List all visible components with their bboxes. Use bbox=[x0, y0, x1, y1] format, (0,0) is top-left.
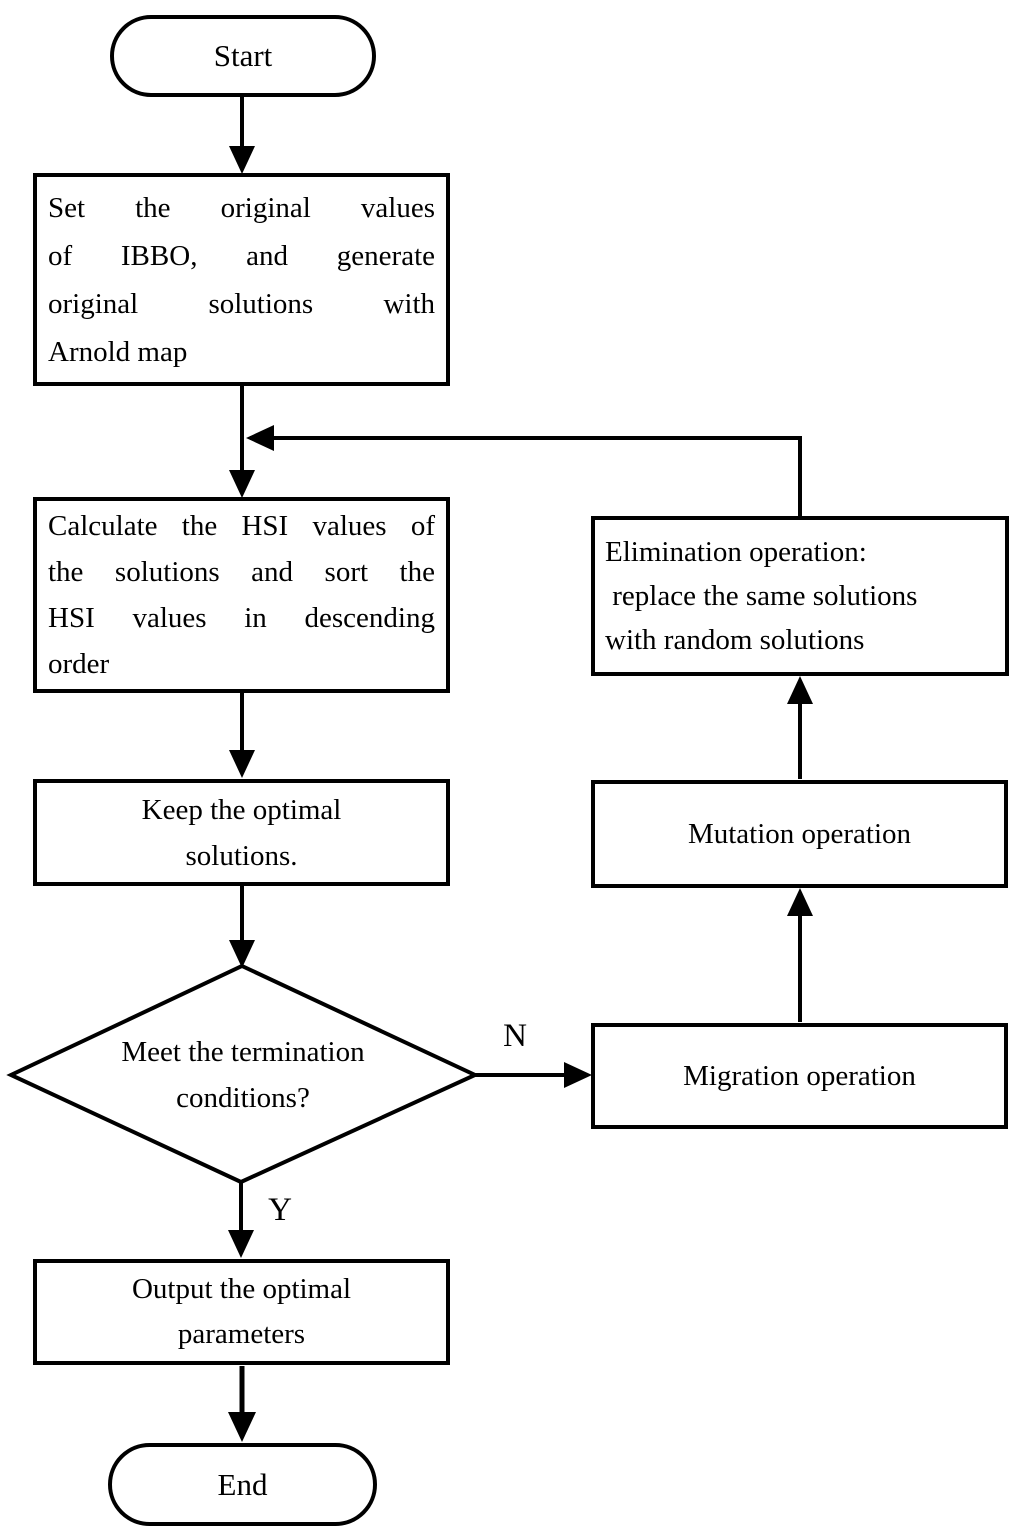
process-line: the solutions and sort the bbox=[48, 556, 435, 588]
process-line: order bbox=[48, 648, 110, 680]
process-line: Mutation operation bbox=[687, 817, 912, 850]
end-label: End bbox=[217, 1466, 268, 1502]
process-line: HSI values in descending bbox=[48, 602, 435, 634]
process-line: Set the original values bbox=[48, 191, 435, 224]
process-mutation-operation: Mutation operation bbox=[591, 780, 1008, 888]
process-line: parameters bbox=[177, 1318, 306, 1350]
process-line: replace the same solutions bbox=[605, 580, 918, 612]
start-node: Start bbox=[110, 15, 376, 97]
arrowhead-into-keep bbox=[229, 750, 255, 778]
arrowhead-feedback-left bbox=[246, 425, 274, 451]
decision-line: conditions? bbox=[176, 1082, 310, 1114]
arrowhead-into-init bbox=[229, 146, 255, 174]
process-set-original-values: Set the original values of IBBO, and gen… bbox=[33, 173, 450, 386]
process-elimination-operation: Elimination operation: replace the same … bbox=[591, 516, 1009, 676]
process-line: solutions. bbox=[185, 839, 298, 872]
decision-line: Meet the termination bbox=[121, 1036, 365, 1068]
process-line: of IBBO, and generate bbox=[48, 239, 435, 272]
process-calculate-hsi: Calculate the HSI values of the solution… bbox=[33, 497, 450, 693]
process-output-parameters: Output the optimal parameters bbox=[33, 1259, 450, 1365]
arrowhead-into-output bbox=[228, 1230, 254, 1258]
arrowhead-into-migration bbox=[564, 1062, 592, 1088]
process-line: with random solutions bbox=[605, 624, 865, 656]
process-line: Calculate the HSI values of bbox=[48, 510, 435, 542]
arrowhead-into-decision bbox=[229, 940, 255, 968]
process-line: original solutions with bbox=[48, 287, 435, 320]
edge-label-yes: Y bbox=[268, 1192, 292, 1228]
arrowhead-into-elimination bbox=[787, 676, 813, 704]
arrowhead-into-end bbox=[228, 1412, 256, 1442]
start-label: Start bbox=[213, 38, 273, 73]
edge-elimination-to-junction bbox=[250, 436, 802, 518]
process-keep-optimal: Keep the optimal solutions. bbox=[33, 779, 450, 886]
process-line: Keep the optimal bbox=[141, 793, 342, 826]
process-migration-operation: Migration operation bbox=[591, 1023, 1008, 1129]
edge-label-no: N bbox=[503, 1018, 527, 1054]
arrowhead-into-calculate bbox=[229, 470, 255, 498]
end-node: End bbox=[108, 1443, 377, 1526]
decision-termination-conditions: Meet the termination conditions? bbox=[60, 1029, 426, 1121]
arrowhead-into-mutation bbox=[787, 888, 813, 916]
process-line: Output the optimal bbox=[131, 1273, 352, 1305]
process-line: Elimination operation: bbox=[605, 536, 867, 568]
process-line: Migration operation bbox=[683, 1059, 916, 1092]
process-line: Arnold map bbox=[48, 335, 188, 368]
